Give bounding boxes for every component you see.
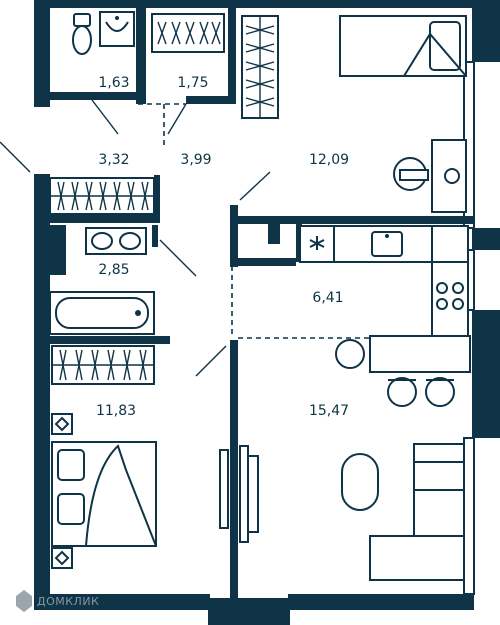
domclick-logo-icon — [16, 590, 32, 612]
wardrobe-icon — [241, 15, 279, 119]
room-area-corridor: 3,99 — [180, 152, 211, 168]
interior-walls — [50, 8, 474, 600]
room-area-bathroom: 2,85 — [98, 262, 129, 278]
watermark: ДОМКЛИК — [16, 590, 99, 612]
coffee-table-icon — [341, 453, 379, 511]
room-area-kitchen: 6,41 — [312, 290, 343, 306]
sink-icon — [99, 11, 135, 47]
wardrobe-icon — [49, 177, 155, 215]
bed-icon — [51, 441, 157, 547]
room-area-bath-small: 1,63 — [98, 75, 129, 91]
room-area-bedroom-top: 12,09 — [309, 152, 349, 168]
fridge-icon — [309, 236, 325, 250]
room-area-living-room: 15,47 — [309, 403, 349, 419]
double-sink-icon — [85, 227, 147, 255]
watermark-text: ДОМКЛИК — [37, 595, 99, 608]
sofa-icon — [369, 443, 465, 581]
desk-icon — [431, 139, 467, 213]
nightstand-icon — [51, 413, 73, 435]
room-area-hall-left: 3,32 — [98, 152, 129, 168]
bed-icon — [339, 15, 467, 77]
kitchen-sink-icon — [371, 231, 403, 257]
room-area-bedroom-bottom: 11,83 — [96, 403, 136, 419]
nightstand-icon — [51, 547, 73, 569]
wardrobe-icon — [51, 345, 155, 385]
mirror-icon — [219, 449, 229, 529]
room-area-storage-small: 1,75 — [177, 75, 208, 91]
tv-icon — [239, 445, 259, 543]
stove-icon — [436, 282, 464, 310]
toilet-icon — [72, 13, 92, 55]
storage-rack-icon — [151, 13, 225, 53]
outer-walls — [34, 0, 500, 625]
bar-counter — [335, 335, 471, 407]
bathtub-icon — [49, 291, 155, 335]
chair-icon — [393, 157, 429, 191]
